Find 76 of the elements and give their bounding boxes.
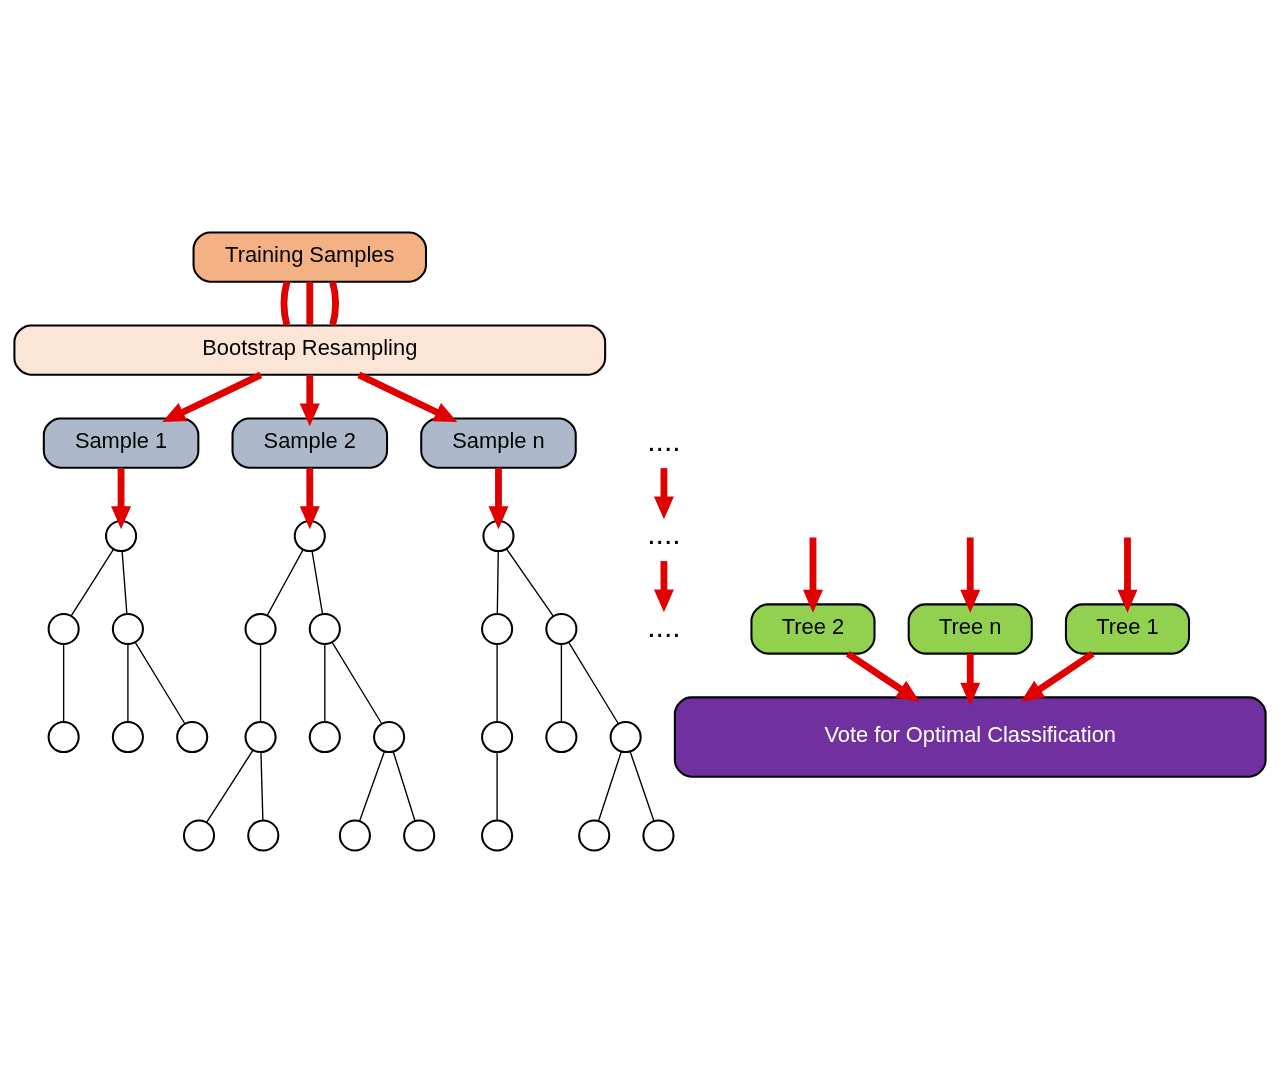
connector <box>329 280 339 326</box>
node-circle <box>182 818 216 852</box>
node-circle <box>308 612 341 645</box>
connector <box>205 748 254 823</box>
node-text: .... <box>647 516 681 550</box>
connector <box>392 750 416 822</box>
arrow <box>802 536 823 613</box>
connector <box>260 750 264 821</box>
node-circle <box>609 720 642 753</box>
arrow <box>960 536 981 613</box>
connector <box>358 750 385 822</box>
arrow <box>653 467 674 519</box>
node-circle <box>308 720 341 753</box>
node-circle <box>111 720 144 753</box>
node-circle <box>578 818 611 852</box>
connector <box>306 281 314 325</box>
connector <box>629 750 655 822</box>
connector <box>331 641 383 724</box>
connector <box>496 642 498 722</box>
node-text: .... <box>647 609 681 643</box>
arrow <box>357 371 458 422</box>
node-box: Sample 2 <box>231 416 389 469</box>
connector <box>134 641 186 724</box>
connector <box>259 642 262 722</box>
connector <box>311 549 324 614</box>
connector <box>266 548 304 616</box>
connector <box>127 642 129 722</box>
node-circle <box>403 818 436 852</box>
arrow <box>653 560 674 612</box>
connector <box>496 549 499 614</box>
node-circle <box>293 519 326 552</box>
arrow <box>1117 536 1138 613</box>
node-circle <box>47 720 80 753</box>
connector <box>496 750 498 821</box>
arrow <box>162 371 263 422</box>
node-box: Bootstrap Resampling <box>13 323 607 376</box>
connector <box>560 642 563 722</box>
node-box: Tree n <box>907 602 1033 655</box>
node-circle <box>481 720 514 753</box>
connector <box>70 548 115 616</box>
node-box: Tree 2 <box>750 602 876 655</box>
node-circle <box>481 818 514 852</box>
node-circle <box>545 612 578 645</box>
node-circle <box>111 612 144 645</box>
arrow <box>488 467 509 529</box>
node-circle <box>47 612 80 645</box>
arrow <box>299 374 320 426</box>
arrow <box>111 467 132 529</box>
node-circle <box>247 818 280 852</box>
node-box: Training Samples <box>192 230 428 283</box>
connector <box>324 642 326 722</box>
node-circle <box>481 612 514 645</box>
connector <box>121 549 128 614</box>
connector <box>597 750 622 822</box>
node-box: Tree 1 <box>1064 602 1191 655</box>
node-box: Sample n <box>420 416 577 469</box>
node-circle <box>642 818 675 852</box>
node-circle <box>244 720 277 753</box>
node-circle <box>545 720 578 753</box>
arrow <box>845 650 920 702</box>
node-circle <box>244 612 277 645</box>
node-box: Vote for Optimal Classification <box>673 695 1267 778</box>
arrow <box>1020 650 1095 702</box>
arrow <box>960 653 981 706</box>
connector <box>505 547 554 617</box>
node-text: .... <box>647 423 681 457</box>
node-circle <box>176 720 209 753</box>
connector <box>62 642 65 722</box>
node-circle <box>482 519 515 552</box>
node-circle <box>105 519 138 552</box>
node-circle <box>373 720 406 753</box>
arrow <box>299 467 320 529</box>
node-box: Sample 1 <box>42 416 200 469</box>
node-circle <box>338 818 371 852</box>
connector <box>280 280 291 326</box>
connector <box>568 641 620 724</box>
